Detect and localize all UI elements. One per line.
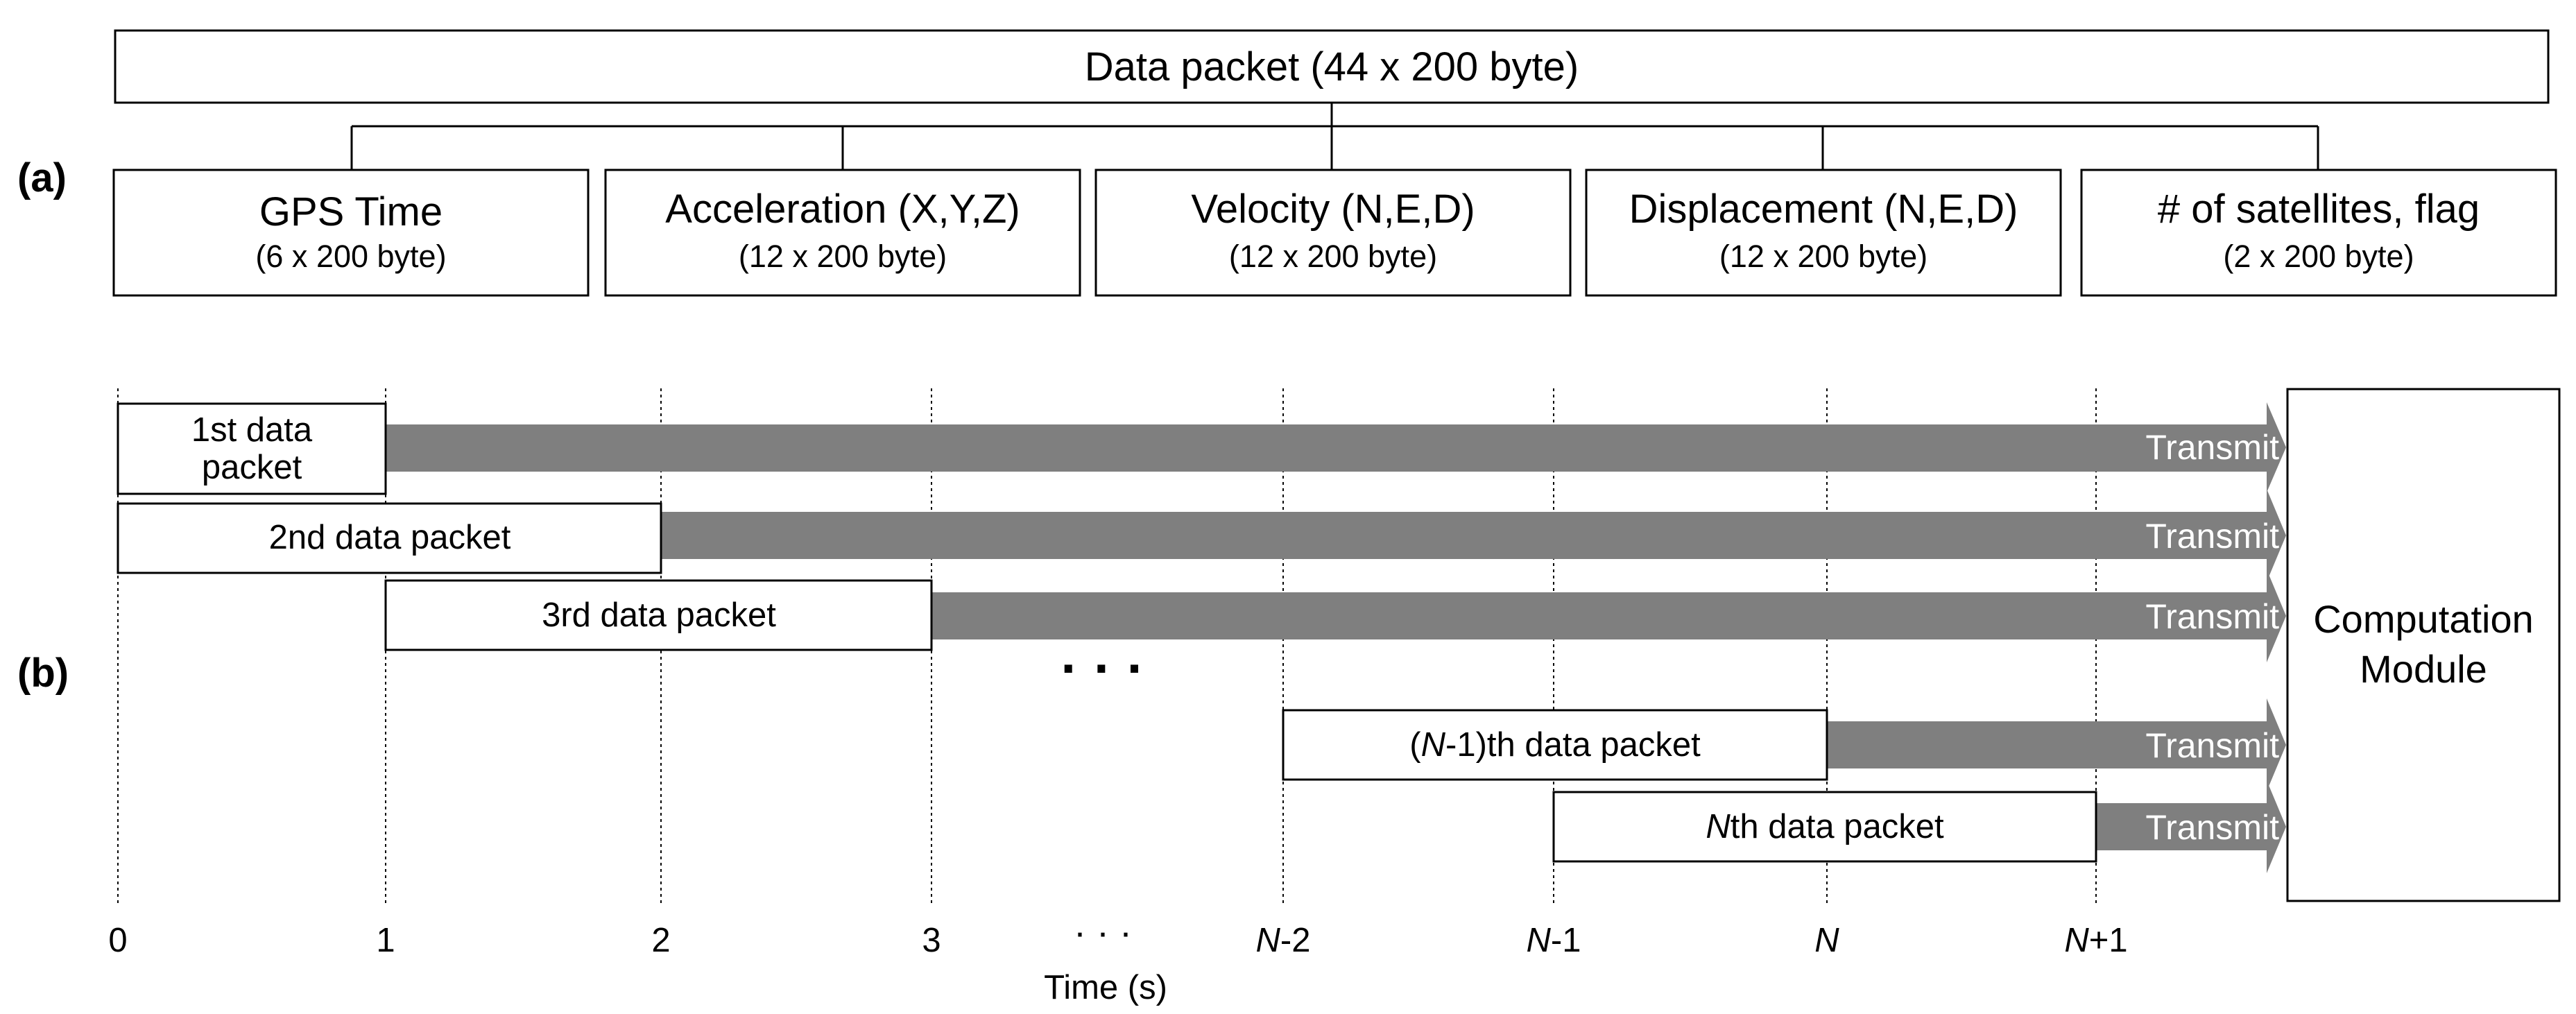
transmit-arrow-n xyxy=(2096,780,2286,873)
field-box-satellites-flag: # of satellites, flag (2 x 200 byte) xyxy=(2080,169,2557,297)
part-a-label: (a) xyxy=(17,155,67,200)
transmit-arrow-1 xyxy=(386,402,2286,492)
packet-n: Nth data packet xyxy=(1552,791,2097,863)
field-size: (2 x 200 byte) xyxy=(2223,239,2414,274)
field-title: Acceleration (X,Y,Z) xyxy=(665,187,1020,232)
transmit-label: Transmit xyxy=(2145,808,2279,847)
computation-module-line1: Computation xyxy=(2313,597,2534,641)
transmit-label: Transmit xyxy=(2145,726,2279,765)
field-size: (12 x 200 byte) xyxy=(1719,239,1927,274)
packet-ellipsis: · · · xyxy=(1061,637,1144,698)
packet-label-line1: 1st data xyxy=(191,411,313,449)
tick-label: N-2 xyxy=(1256,922,1311,959)
tick-label: N-1 xyxy=(1527,922,1581,959)
field-box-acceleration: Acceleration (X,Y,Z) (12 x 200 byte) xyxy=(604,169,1081,297)
packet-n-minus-1: (N-1)th data packet xyxy=(1282,709,1828,781)
transmit-label: Transmit xyxy=(2145,517,2279,556)
packet-label: (N-1)th data packet xyxy=(1409,726,1701,764)
field-box-velocity: Velocity (N,E,D) (12 x 200 byte) xyxy=(1094,169,1572,297)
packet-label-line2: packet xyxy=(202,449,302,486)
time-axis-ticks: 0 1 2 3 · · · N-2 N-1 N N+1 xyxy=(108,911,2127,959)
transmit-arrow-3 xyxy=(931,569,2286,662)
packet-label: 2nd data packet xyxy=(269,519,511,556)
x-axis-label: Time (s) xyxy=(1044,969,1167,1006)
tick-label: 3 xyxy=(922,922,941,959)
part-b: (b) Transmit Transmit Transmit Transmit … xyxy=(17,388,2561,1006)
field-title: Displacement (N,E,D) xyxy=(1629,187,2018,232)
transmit-arrows xyxy=(386,402,2286,873)
tick-label: N xyxy=(1814,922,1839,959)
packet-3rd: 3rd data packet xyxy=(384,579,933,651)
root-packet-label: Data packet (44 x 200 byte) xyxy=(1085,44,1579,89)
field-title: Velocity (N,E,D) xyxy=(1191,187,1475,232)
transmit-label: Transmit xyxy=(2145,428,2279,467)
field-box-displacement: Displacement (N,E,D) (12 x 200 byte) xyxy=(1585,169,2062,297)
packet-label: 3rd data packet xyxy=(542,596,776,634)
transmit-label: Transmit xyxy=(2145,597,2279,636)
computation-module-line2: Module xyxy=(2360,647,2487,691)
tick-label-ellipsis: · · · xyxy=(1074,911,1132,953)
tick-label: 1 xyxy=(376,922,395,959)
tick-label: N+1 xyxy=(2064,922,2127,959)
packet-label: Nth data packet xyxy=(1706,808,1944,845)
computation-module: Computation Module xyxy=(2286,388,2561,902)
transmit-arrow-n-1 xyxy=(1827,698,2286,791)
packet-2nd: 2nd data packet xyxy=(117,502,662,574)
part-a: (a) Data packet (44 x 200 byte) GPS Time… xyxy=(17,29,2557,297)
packet-1st: 1st data packet xyxy=(117,402,387,495)
transmit-labels: Transmit Transmit Transmit Transmit Tran… xyxy=(2145,428,2279,847)
tick-label: 0 xyxy=(108,922,127,959)
transmit-arrow-2 xyxy=(661,489,2286,582)
field-size: (6 x 200 byte) xyxy=(255,239,446,274)
field-title: # of satellites, flag xyxy=(2158,187,2480,232)
field-title: GPS Time xyxy=(259,189,443,234)
part-b-label: (b) xyxy=(17,651,69,696)
field-size: (12 x 200 byte) xyxy=(739,239,947,274)
tree-connectors xyxy=(350,103,2319,170)
tick-label: 2 xyxy=(651,922,670,959)
field-box-gps-time: GPS Time (6 x 200 byte) xyxy=(112,169,590,297)
field-size: (12 x 200 byte) xyxy=(1229,239,1437,274)
